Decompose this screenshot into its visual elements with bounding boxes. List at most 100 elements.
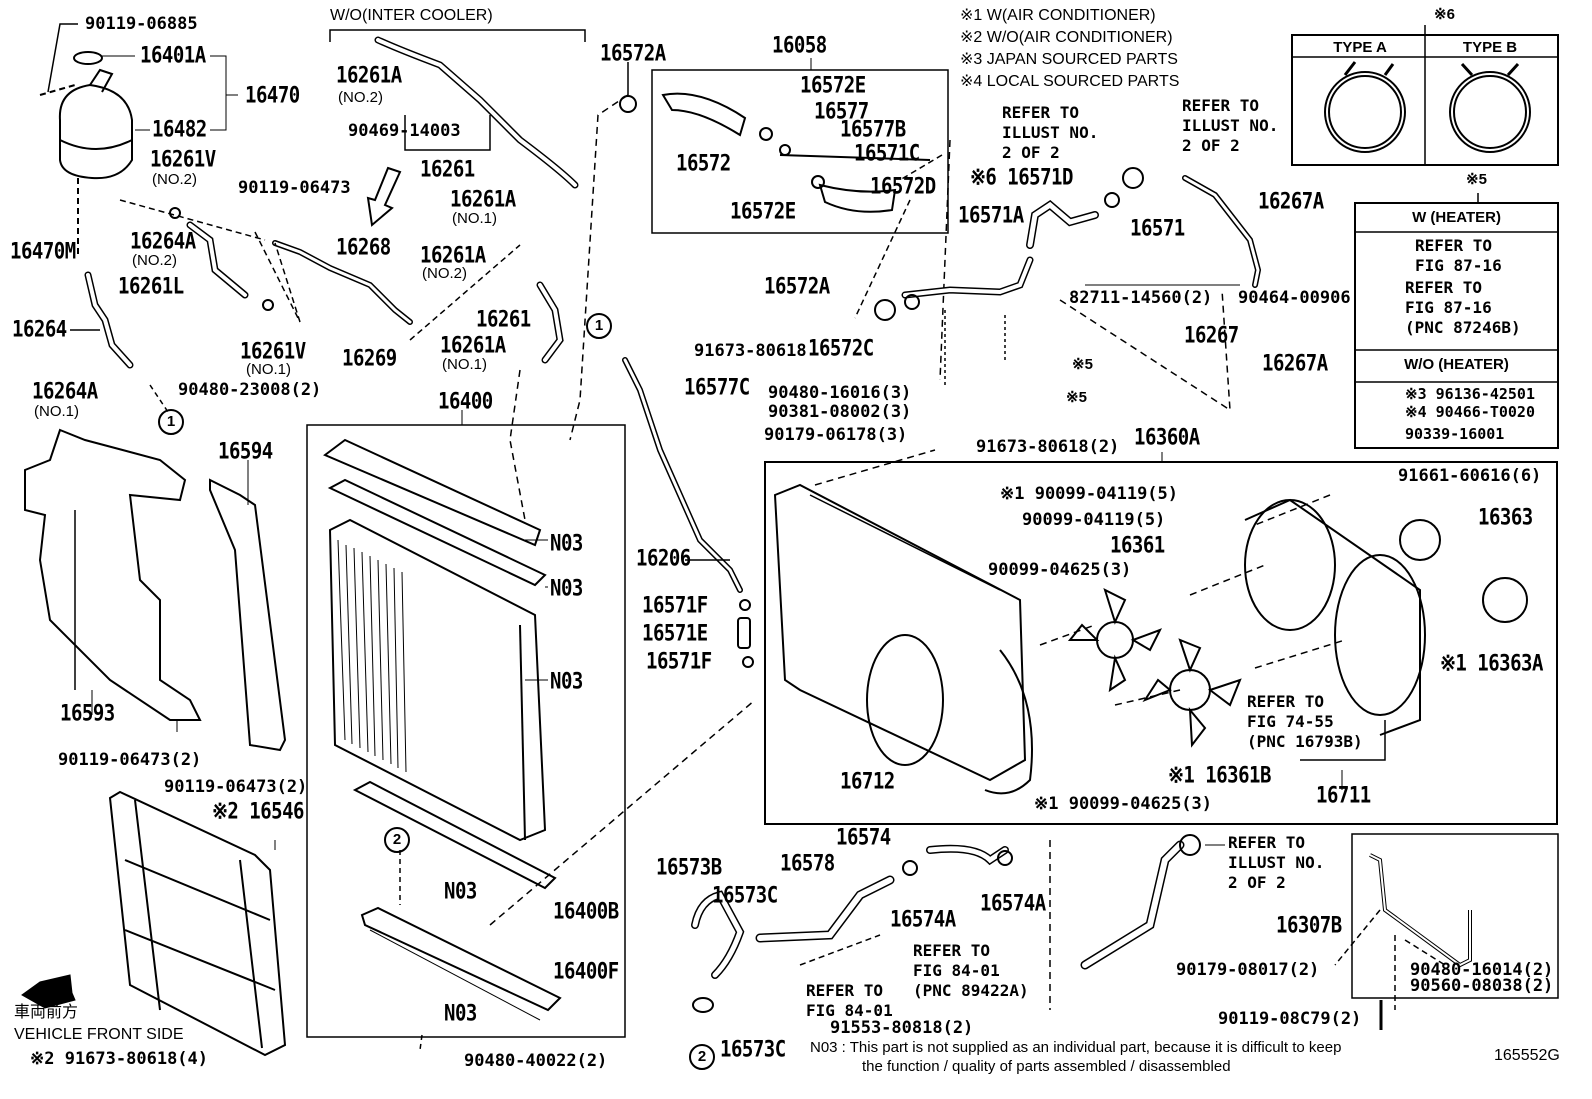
part-16571c[interactable]: 16571C (854, 140, 920, 167)
heater-refer-2[interactable]: REFER TO FIG 87-16 (PNC 87246B) (1405, 278, 1521, 337)
part-16261a-no1b[interactable]: 16261A (440, 332, 506, 359)
part-16360a[interactable]: 16360A (1134, 424, 1200, 451)
part-16206[interactable]: 16206 (636, 545, 691, 572)
refer-fig-84-01-a[interactable]: REFER TO FIG 84-01 (PNC 89422A) (913, 941, 1029, 1000)
part-91553-80818[interactable]: 91553-80818(2) (830, 1018, 974, 1038)
part-16267[interactable]: 16267 (1184, 322, 1239, 349)
part-90119-06885[interactable]: 90119-06885 (85, 14, 198, 34)
part-16363[interactable]: 16363 (1478, 504, 1533, 531)
refer-fig-84-01-b[interactable]: REFER TO FIG 84-01 (806, 981, 893, 1020)
part-16261a-no1a[interactable]: 16261A (450, 186, 516, 213)
part-16261v-no1[interactable]: 16261V (240, 338, 306, 365)
part-82711-14560[interactable]: 82711-14560(2) (1069, 288, 1213, 308)
part-16578[interactable]: 16578 (780, 850, 835, 877)
part-16264[interactable]: 16264 (12, 316, 67, 343)
part-16571f-a[interactable]: 16571F (642, 592, 708, 619)
part-16571[interactable]: 16571 (1130, 215, 1185, 242)
part-16577b[interactable]: 16577B (840, 116, 906, 143)
part-16058[interactable]: 16058 (772, 32, 827, 59)
part-16594[interactable]: 16594 (218, 438, 273, 465)
part-90480-23008[interactable]: 90480-23008(2) (178, 380, 322, 400)
n03-lower-tank[interactable]: N03 (444, 1000, 477, 1027)
part-16261-mid[interactable]: 16261 (476, 306, 531, 333)
part-90560-08038[interactable]: 90560-08038(2) (1410, 976, 1554, 996)
part-16712[interactable]: 16712 (840, 768, 895, 795)
part-90119-06473-2a[interactable]: 90119-06473(2) (58, 750, 202, 770)
part-16361b[interactable]: ※1 16361B (1168, 762, 1271, 789)
refer-illust-c[interactable]: REFER TO ILLUST NO. 2 OF 2 (1228, 833, 1325, 892)
part-16470[interactable]: 16470 (245, 82, 300, 109)
part-16572e-a[interactable]: 16572E (800, 72, 866, 99)
part-90099-04119-ac[interactable]: ※1 90099-04119(5) (1000, 484, 1179, 504)
refer-illust-b[interactable]: REFER TO ILLUST NO. 2 OF 2 (1182, 96, 1279, 155)
part-90480-40022[interactable]: 90480-40022(2) (464, 1051, 608, 1071)
part-16574a-a[interactable]: 16574A (890, 906, 956, 933)
part-90119-08c79[interactable]: 90119-08C79(2) (1218, 1009, 1362, 1029)
part-16572[interactable]: 16572 (676, 150, 731, 177)
part-16572a-top[interactable]: 16572A (600, 40, 666, 67)
heater-refer-1[interactable]: REFER TO FIG 87-16 (1415, 236, 1502, 275)
part-16573c-b[interactable]: 16573C (720, 1036, 786, 1063)
part-16572c[interactable]: 16572C (808, 335, 874, 362)
part-16593[interactable]: 16593 (60, 700, 115, 727)
part-90099-04625-ac[interactable]: ※1 90099-04625(3) (1034, 794, 1213, 814)
part-16572d[interactable]: 16572D (870, 173, 936, 200)
part-16264a-no2[interactable]: 16264A (130, 228, 196, 255)
part-16363a[interactable]: ※1 16363A (1440, 650, 1543, 677)
part-90099-04625[interactable]: 90099-04625(3) (988, 560, 1132, 580)
part-16546[interactable]: ※2 16546 (212, 798, 305, 825)
part-90099-04119[interactable]: 90099-04119(5) (1022, 510, 1166, 530)
part-16400[interactable]: 16400 (438, 388, 493, 415)
part-16261v-no2[interactable]: 16261V (150, 146, 216, 173)
part-16267a-top[interactable]: 16267A (1258, 188, 1324, 215)
part-90339-16001[interactable]: 90339-16001 (1405, 425, 1505, 443)
part-16261l[interactable]: 16261L (118, 273, 184, 300)
part-16571a[interactable]: 16571A (958, 202, 1024, 229)
part-90179-06178[interactable]: 90179-06178(3) (764, 425, 908, 445)
part-16482[interactable]: 16482 (152, 116, 207, 143)
part-91673-80618-4[interactable]: ※2 91673-80618(4) (30, 1049, 209, 1069)
refer-illust-a[interactable]: REFER TO ILLUST NO. 2 OF 2 (1002, 103, 1099, 162)
part-16261a-top-no2[interactable]: 16261A (336, 62, 402, 89)
part-90466-t0020[interactable]: ※4 90466-T0020 (1405, 403, 1535, 421)
part-16307b[interactable]: 16307B (1276, 912, 1342, 939)
part-90119-06473-2b[interactable]: 90119-06473(2) (164, 777, 308, 797)
part-16401a[interactable]: 16401A (140, 42, 206, 69)
part-16261-top[interactable]: 16261 (420, 156, 475, 183)
part-16269[interactable]: 16269 (342, 345, 397, 372)
part-16571e[interactable]: 16571E (642, 620, 708, 647)
part-90464-00906[interactable]: 90464-00906 (1238, 288, 1351, 308)
part-16264a-no1[interactable]: 16264A (32, 378, 98, 405)
n03-core[interactable]: N03 (550, 668, 583, 695)
part-91661-60616[interactable]: 91661-60616(6) (1398, 466, 1542, 486)
part-90480-16014[interactable]: 90480-16014(2) (1410, 960, 1554, 980)
part-16711[interactable]: 16711 (1316, 782, 1371, 809)
n03-upper-tank[interactable]: N03 (550, 530, 583, 557)
part-90381-08002[interactable]: 90381-08002(3) (768, 402, 912, 422)
part-16571f-b[interactable]: 16571F (646, 648, 712, 675)
part-16574a-b[interactable]: 16574A (980, 890, 1046, 917)
part-96136-42501[interactable]: ※3 96136-42501 (1405, 385, 1535, 403)
part-90480-16016[interactable]: 90480-16016(3) (768, 383, 912, 403)
part-16571d[interactable]: ※6 16571D (970, 164, 1073, 191)
part-16573b[interactable]: 16573B (656, 854, 722, 881)
part-16577[interactable]: 16577 (814, 98, 869, 125)
part-16572e-b[interactable]: 16572E (730, 198, 796, 225)
part-16573c-a[interactable]: 16573C (712, 882, 778, 909)
part-16268[interactable]: 16268 (336, 234, 391, 261)
part-16400f[interactable]: 16400F (553, 958, 619, 985)
part-16400b[interactable]: 16400B (553, 898, 619, 925)
part-16574[interactable]: 16574 (836, 824, 891, 851)
n03-lower-gasket[interactable]: N03 (444, 878, 477, 905)
part-16470m[interactable]: 16470M (10, 238, 76, 265)
part-16361[interactable]: 16361 (1110, 532, 1165, 559)
refer-fig-74-55[interactable]: REFER TO FIG 74-55 (PNC 16793B) (1247, 692, 1363, 751)
part-91673-80618[interactable]: 91673-80618 (694, 341, 807, 361)
part-91673-80618-2[interactable]: 91673-80618(2) (976, 437, 1120, 457)
part-16261a-no2b[interactable]: 16261A (420, 242, 486, 269)
part-90469-14003[interactable]: 90469-14003 (348, 121, 461, 141)
part-16577c[interactable]: 16577C (684, 374, 750, 401)
part-90119-06473[interactable]: 90119-06473 (238, 178, 351, 198)
part-16267a-bottom[interactable]: 16267A (1262, 350, 1328, 377)
n03-upper-gasket[interactable]: N03 (550, 575, 583, 602)
